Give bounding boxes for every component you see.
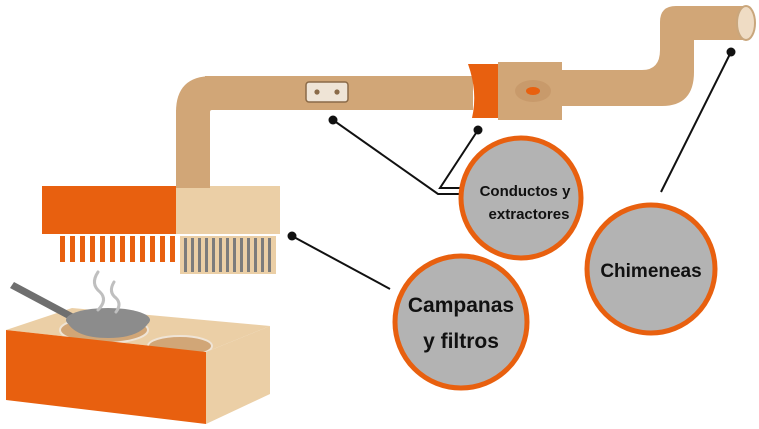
steam bbox=[93, 270, 121, 314]
pan-base bbox=[66, 320, 150, 338]
hood-cap bbox=[176, 180, 210, 188]
label-ducts-line1: Conductos y bbox=[480, 183, 571, 200]
duct-elbow bbox=[176, 76, 212, 112]
duct-system bbox=[176, 5, 756, 188]
leader-hoods bbox=[291, 235, 391, 290]
hood-filters-side bbox=[180, 236, 276, 274]
leader-chimney bbox=[660, 51, 732, 193]
label-hoods-line1: Campanas bbox=[408, 294, 514, 317]
duct-riser bbox=[176, 110, 210, 188]
label-chimneys-text: Chimeneas bbox=[600, 261, 701, 282]
pan bbox=[10, 282, 150, 338]
extractor-fan bbox=[468, 62, 562, 120]
label-ducts[interactable]: Conductos y extractores bbox=[458, 135, 584, 261]
duct-chimney-riser bbox=[642, 6, 745, 106]
plate-bolt-right bbox=[334, 89, 340, 95]
hood bbox=[42, 180, 280, 274]
label-ducts-circle bbox=[458, 135, 584, 261]
chimney-cap bbox=[736, 5, 756, 41]
label-hoods-line2: y filtros bbox=[423, 330, 499, 353]
leader-ducts-plate bbox=[332, 119, 472, 195]
label-chimneys-circle bbox=[584, 202, 718, 336]
plate-bolt-left bbox=[314, 89, 320, 95]
duct-outlet bbox=[562, 70, 642, 106]
label-ducts-line2: extractores bbox=[489, 206, 570, 223]
label-hoods-circle bbox=[392, 253, 530, 391]
duct-inspection-plate bbox=[305, 81, 349, 103]
pan-handle bbox=[10, 282, 74, 320]
hood-front bbox=[42, 186, 176, 234]
hood-side bbox=[176, 186, 280, 234]
leader-dots bbox=[287, 47, 736, 241]
stove-side bbox=[206, 326, 270, 424]
stove-front bbox=[6, 330, 206, 424]
label-hoods[interactable]: Campanas y filtros bbox=[392, 253, 530, 391]
hood-filters-front bbox=[60, 236, 175, 262]
label-chimneys[interactable]: Chimeneas bbox=[584, 202, 718, 336]
